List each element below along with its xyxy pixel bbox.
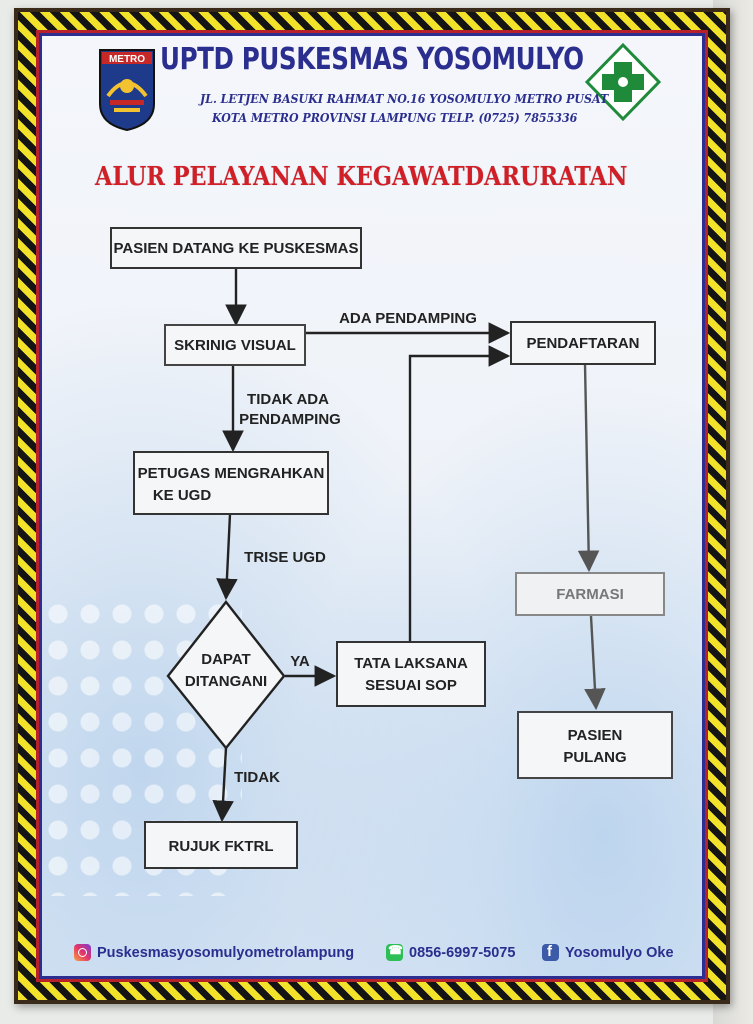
whatsapp-number: 0856-6997-5075 [386,943,515,961]
address-line-2: KOTA METRO PROVINSI LAMPUNG TELP. (0725)… [212,111,578,125]
whatsapp-icon [386,943,403,961]
node-pasien-pulang: PASIEN PULANG [517,711,673,779]
svg-text:PASIEN DATANG KE PUSKESMAS: PASIEN DATANG KE PUSKESMAS [113,240,358,257]
svg-text:PULANG: PULANG [563,749,626,766]
instagram-handle: Puskesmasyosomulyometrolampung [74,944,354,961]
svg-text:FARMASI: FARMASI [556,586,624,603]
address-line-1: JL. LETJEN BASUKI RAHMAT NO.16 YOSOMULYO… [200,92,609,106]
svg-text:SKRINIG VISUAL: SKRINIG VISUAL [174,337,296,354]
flow-subtitle: ALUR PELAYANAN KEGAWATDARURATAN [95,162,628,192]
label-trise-ugd: TRISE UGD [244,549,326,566]
node-petugas-ugd: PETUGAS MENGRAHKAN KE UGD [133,451,329,515]
node-farmasi: FARMASI [515,572,665,616]
node-skrining-visual: SKRINIG VISUAL [164,324,306,366]
svg-text:TATA LAKSANA: TATA LAKSANA [354,655,468,672]
edge-farmasi-pulang [584,615,606,711]
puskesmas-cross-logo-icon [584,42,662,122]
edge-pendaftaran-farmasi [577,363,600,573]
node-pasien-datang: PASIEN DATANG KE PUSKESMAS [110,227,362,269]
svg-text:PENDAFTARAN: PENDAFTARAN [526,335,639,352]
svg-text:DITANGANI: DITANGANI [185,673,267,690]
node-rujuk-fktrl: RUJUK FKTRL [144,821,298,869]
social-footer: Puskesmasyosomulyometrolampung 0856-6997… [64,940,704,966]
svg-text:DAPAT: DAPAT [201,651,250,668]
label-ada-pendamping: ADA PENDAMPING [339,310,477,327]
edge-petugas-dapat [216,513,238,601]
label-tidak-ada-pendamping-1: TIDAK ADA [247,391,329,408]
metro-crest-icon: METRO [99,49,155,132]
facebook-handle: Yosomulyo Oke [542,943,674,961]
edge-tata-pendaftaran [408,345,511,642]
instagram-icon [74,944,91,961]
node-pendaftaran: PENDAFTARAN [510,321,656,365]
flow-edges [212,268,606,823]
label-ya: YA [290,653,310,670]
node-tata-laksana: TATA LAKSANA SESUAI SOP [336,641,486,707]
svg-text:PASIEN: PASIEN [568,727,623,744]
svg-text:METRO: METRO [109,54,145,65]
node-dapat-ditangani: DAPAT DITANGANI [166,600,286,750]
svg-text:PETUGAS MENGRAHKAN: PETUGAS MENGRAHKAN [138,465,325,482]
edge-dapat-rujuk [212,747,234,823]
svg-text:RUJUK FKTRL: RUJUK FKTRL [169,838,274,855]
svg-text:KE UGD: KE UGD [153,487,212,504]
svg-text:SESUAI SOP: SESUAI SOP [365,677,457,694]
facebook-icon [542,943,559,961]
label-tidak: TIDAK [234,769,280,786]
label-tidak-ada-pendamping-2: PENDAMPING [239,411,341,428]
